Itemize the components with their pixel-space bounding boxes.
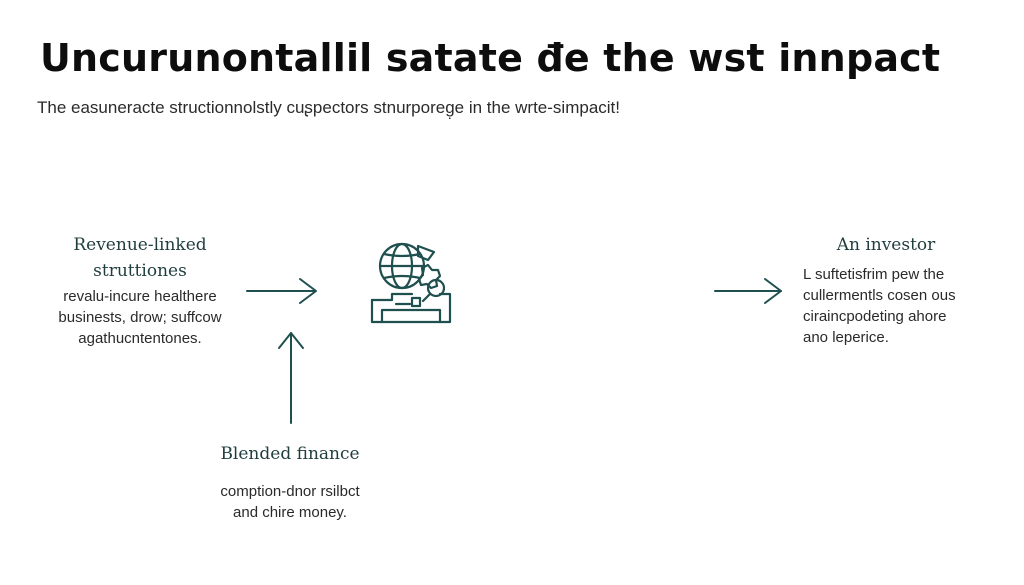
- bottom-text-line-1: comption-dnor rsilbct: [220, 483, 360, 500]
- blended-finance-heading: Blended finance: [220, 444, 360, 464]
- left-text-line-3: agathucntentones.: [78, 330, 202, 347]
- right-text-line-3: ciraincpodeting ahore: [803, 308, 947, 325]
- left-heading-line-2: struttiones: [93, 261, 187, 281]
- blended-finance-description: comption-dnor rsilbct and chire money.: [190, 481, 390, 523]
- page-subtitle: The easuneracte structionnolstly cuʂpect…: [37, 98, 620, 117]
- investor-description: L suftetisfrim pew the cullermentls cose…: [803, 264, 993, 348]
- arrow-up-icon: [278, 332, 304, 424]
- arrow-right-icon: [714, 278, 782, 304]
- bottom-text-line-2: and chire money.: [233, 504, 347, 521]
- left-text-line-2: businests, drow; suffcow: [58, 309, 222, 326]
- investor-heading: An investor: [836, 235, 936, 255]
- left-text-line-1: revalu-incure healthere: [63, 288, 217, 305]
- right-text-line-1: L suftetisfrim pew the: [803, 266, 945, 283]
- left-heading-line-1: Revenue-linked: [73, 235, 207, 255]
- globe-with-magnifier-icon: [370, 242, 452, 324]
- right-text-line-4: ano leperice.: [803, 329, 889, 346]
- revenue-linked-heading: Revenue-linked struttiones: [40, 232, 240, 284]
- revenue-linked-description: revalu-incure healthere businests, drow;…: [40, 286, 240, 349]
- page-title: Uncurunontallil satate đe the wst innpac…: [40, 36, 941, 80]
- right-text-line-2: cullermentls cosen ous: [803, 287, 956, 304]
- arrow-right-icon: [246, 278, 317, 304]
